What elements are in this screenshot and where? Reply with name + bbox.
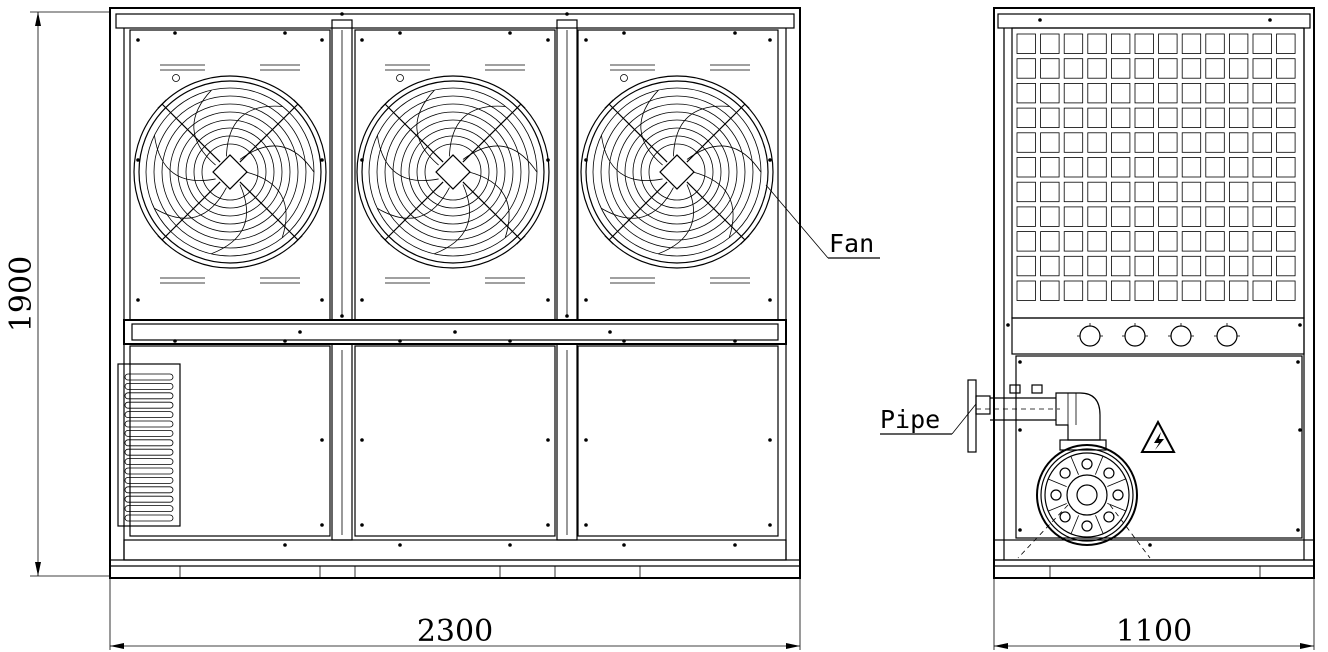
fan-panel-3 bbox=[577, 29, 779, 321]
front-top-rail bbox=[115, 13, 795, 29]
pipe-elbow bbox=[1055, 392, 1101, 441]
pipe-callout: Pipe bbox=[880, 403, 977, 435]
lower-panel-3 bbox=[577, 345, 779, 537]
high-voltage-warning-icon bbox=[1140, 419, 1176, 453]
height-dimension: 1900 bbox=[4, 11, 110, 577]
lower-panel-1 bbox=[129, 345, 331, 537]
front-middle-beam bbox=[123, 319, 787, 345]
front-base bbox=[109, 559, 801, 579]
height-value: 1900 bbox=[4, 256, 39, 332]
louver-grille bbox=[117, 363, 181, 527]
front-rivets bbox=[136, 12, 772, 547]
side-lower-panel bbox=[1015, 355, 1303, 539]
side-view bbox=[967, 7, 1315, 579]
pipe-label: Pipe bbox=[880, 405, 940, 434]
front-view bbox=[109, 7, 801, 579]
lower-panel-2 bbox=[354, 345, 556, 537]
fan-callout: Fan bbox=[765, 184, 880, 259]
fan-2 bbox=[356, 75, 550, 269]
coil-grid bbox=[1016, 33, 1296, 301]
side-width-value: 1100 bbox=[1116, 614, 1192, 649]
fan-panel-1 bbox=[129, 29, 331, 321]
fan-label: Fan bbox=[829, 229, 874, 258]
pump bbox=[1036, 439, 1138, 546]
coil-panel bbox=[1011, 27, 1305, 319]
fan-1 bbox=[133, 75, 327, 269]
side-frame bbox=[993, 7, 1315, 579]
front-bottom-rail bbox=[123, 539, 787, 561]
front-width-value: 2300 bbox=[417, 614, 493, 649]
valve-circles bbox=[1077, 323, 1240, 347]
width-dimension: 2300 bbox=[109, 578, 801, 650]
side-base bbox=[993, 559, 1315, 579]
fan-3 bbox=[580, 75, 774, 269]
louver-slats bbox=[124, 373, 174, 522]
front-frame bbox=[109, 7, 801, 579]
valve-strip bbox=[1011, 317, 1305, 355]
pipe-flange bbox=[967, 379, 977, 453]
side-width-dimension: 1100 bbox=[993, 578, 1315, 650]
side-rivets bbox=[1006, 18, 1302, 547]
